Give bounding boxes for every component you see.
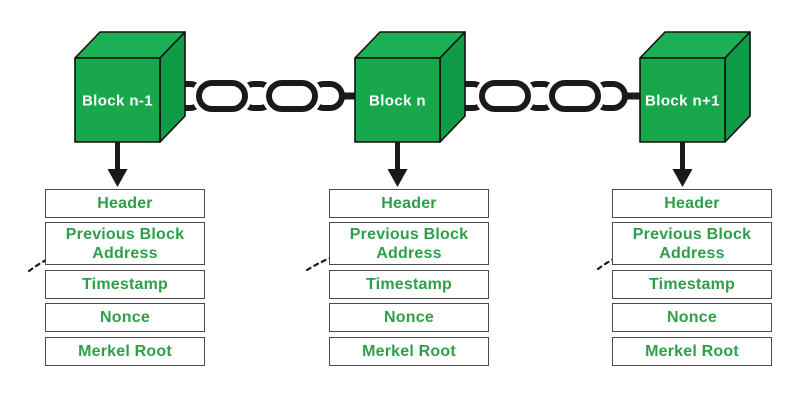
field-previous-block-address: Previous Block Address [329,222,489,265]
field-merkel-root: Merkel Root [329,337,489,366]
block-fields-column-n-minus-1: Header Previous Block Address Timestamp … [45,189,205,367]
block-cube-n-plus-1: Block n+1 [639,31,751,143]
chain-link-icon [158,83,358,109]
field-timestamp: Timestamp [45,270,205,299]
field-timestamp: Timestamp [329,270,489,299]
field-header: Header [612,189,772,218]
field-merkel-root: Merkel Root [45,337,205,366]
block-label: Block n+1 [645,93,720,110]
field-previous-block-address: Previous Block Address [45,222,205,265]
block-cube-n-minus-1: Block n-1 [74,31,186,143]
down-arrow-icon [387,142,408,187]
down-arrow-icon [672,142,693,187]
field-nonce: Nonce [329,303,489,332]
field-nonce: Nonce [45,303,205,332]
down-arrow-icon [107,142,128,187]
block-fields-column-n-plus-1: Header Previous Block Address Timestamp … [612,189,772,367]
field-nonce: Nonce [612,303,772,332]
chain-link-icon [441,83,641,109]
field-header: Header [45,189,205,218]
field-merkel-root: Merkel Root [612,337,772,366]
block-label: Block n-1 [82,93,153,110]
field-previous-block-address: Previous Block Address [612,222,772,265]
field-header: Header [329,189,489,218]
block-cube-n: Block n [354,31,466,143]
block-label: Block n [369,93,426,110]
field-timestamp: Timestamp [612,270,772,299]
block-fields-column-n: Header Previous Block Address Timestamp … [329,189,489,367]
